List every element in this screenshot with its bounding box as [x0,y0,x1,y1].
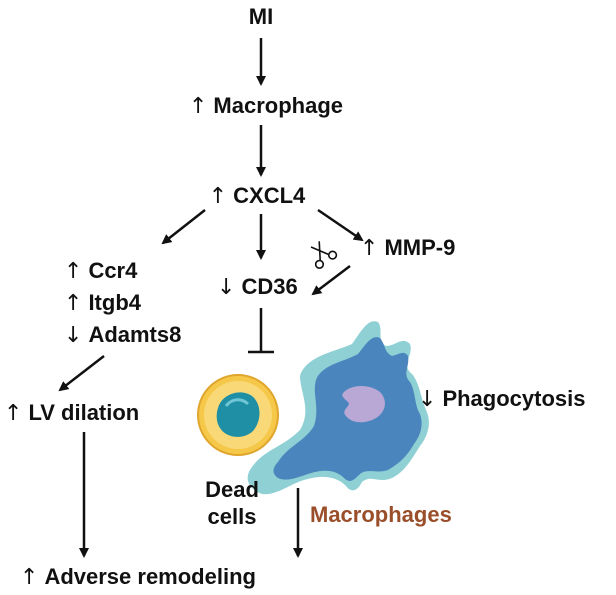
label-macrophages: Macrophages [310,502,452,527]
node-cd36: ↓CD36 [217,274,298,300]
label-dead-cells-line2: cells [208,504,257,529]
down-arrow-icon: ↓ [217,275,235,300]
node-macrophage: ↑Macrophage [189,93,343,119]
arrow-mmp9-to-cd36 [311,265,351,296]
arrow-cxcl4-to-ccr4 [161,209,206,245]
node-lv-dilation: ↑LV dilation [4,400,139,426]
up-arrow-icon: ↑ [360,236,378,261]
macrophage-nucleus [342,386,385,423]
up-arrow-icon: ↑ [20,565,38,590]
down-arrow-icon: ↓ [418,387,436,412]
node-mi: MI [249,4,273,29]
node-adverse-remodeling: ↑Adverse remodeling [20,564,256,590]
node-phagocytosis: ↓Phagocytosis [418,386,585,412]
dead-cell [197,374,279,456]
up-arrow-icon: ↑ [4,401,22,426]
up-arrow-icon: ↑ [209,184,227,209]
node-mmp9: ↑MMP-9 [360,235,455,261]
up-arrow-icon: ↑ [64,259,82,284]
macrophage-cell [247,321,429,495]
up-arrow-icon: ↑ [189,94,207,119]
node-itgb4: ↑Itgb4 [64,290,142,316]
node-cxcl4: ↑CXCL4 [209,183,306,209]
inhibition-cd36 [248,308,274,354]
node-adamts8: ↓Adamts8 [64,322,181,348]
arrow-cxcl4-to-mmp9 [317,208,364,242]
node-ccr4: ↑Ccr4 [64,258,138,284]
scissors-icon [310,241,338,269]
arrow-adamts8-to-lv [58,355,105,392]
up-arrow-icon: ↑ [64,291,82,316]
label-dead-cells-line1: Dead [205,477,259,502]
down-arrow-icon: ↓ [64,323,82,348]
